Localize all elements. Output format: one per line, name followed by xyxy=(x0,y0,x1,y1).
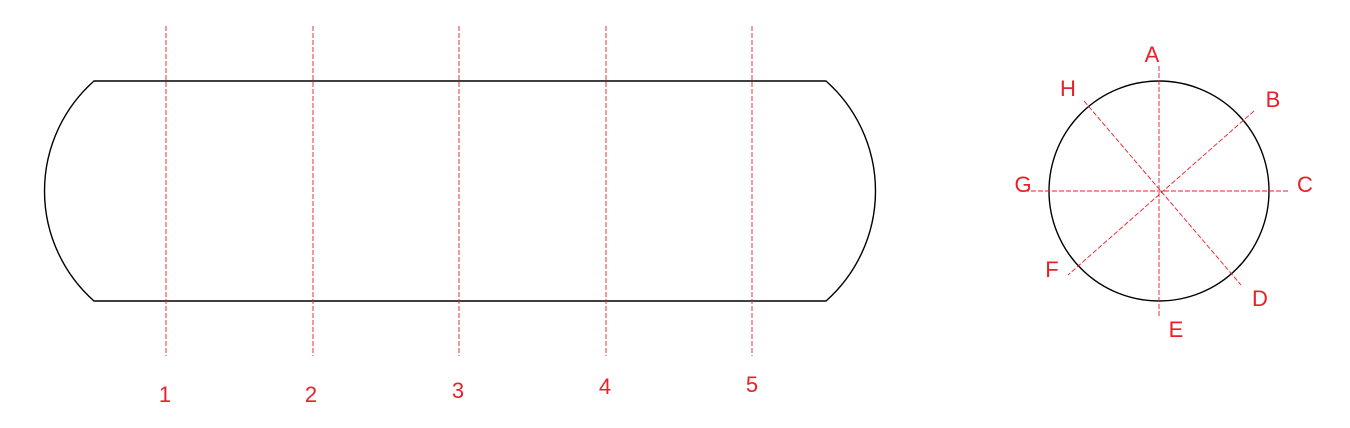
section-label-1: 1 xyxy=(159,382,171,407)
position-label-b: B xyxy=(1266,87,1281,112)
radial-line-diagonal-hd xyxy=(1083,100,1242,286)
section-label-2: 2 xyxy=(305,382,317,407)
side-view-outline xyxy=(43,80,877,302)
section-label-4: 4 xyxy=(599,374,611,399)
section-label-5: 5 xyxy=(746,372,758,397)
position-label-g: G xyxy=(1014,172,1031,197)
position-label-h: H xyxy=(1060,76,1076,101)
position-label-c: C xyxy=(1297,172,1313,197)
section-label-3: 3 xyxy=(452,378,464,403)
position-label-f: F xyxy=(1045,257,1058,282)
radial-line-diagonal-bf xyxy=(1067,110,1255,276)
end-view: A B C D E F G H xyxy=(1014,42,1313,342)
position-label-d: D xyxy=(1252,286,1268,311)
position-label-e: E xyxy=(1169,317,1184,342)
side-view: 1 2 3 4 5 xyxy=(43,26,877,407)
position-label-a: A xyxy=(1145,42,1160,67)
